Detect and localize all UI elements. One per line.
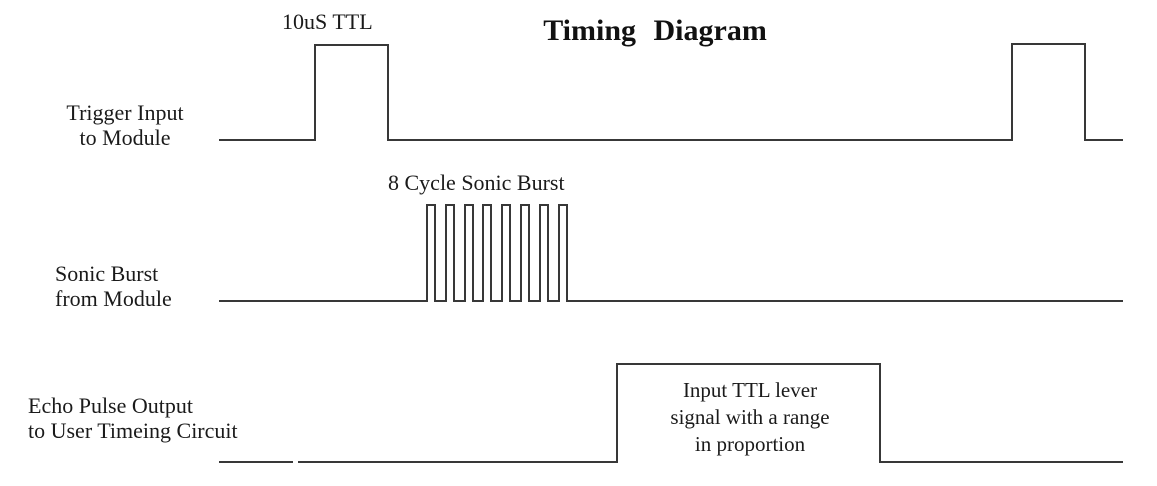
sonic-burst-annotation: 8 Cycle Sonic Burst [388,170,565,195]
trigger-label-line1: Trigger Input [66,100,184,125]
trigger-label-line2: to Module [79,125,171,150]
trigger-signal-label: Trigger Input to Module [40,100,210,150]
sonic-signal-label: Sonic Burst from Module [55,261,172,311]
sonic-label-line2: from Module [55,286,172,311]
sonic-label-line1: Sonic Burst [55,261,159,286]
trigger-waveform [219,43,1123,141]
sonic-burst-waveform [219,204,1123,302]
echo-annotation-line2: signal with a range [670,405,830,429]
echo-annotation-line3: in proportion [694,432,806,456]
sonic-burst-annotation-text: 8 Cycle Sonic Burst [388,170,565,195]
echo-pulse-annotation: Input TTL lever signal with a range in p… [622,377,878,458]
echo-label-line2: to User Timeing Circuit [28,418,238,443]
echo-pulse-waveform [219,363,1123,463]
echo-annotation-line1: Input TTL lever [682,378,818,402]
page-title: Timing Diagram [543,14,767,47]
echo-signal-label: Echo Pulse Output to User Timeing Circui… [28,393,238,443]
trigger-pulse-width-annotation: 10uS TTL [282,9,422,34]
trigger-pulse-width-text: 10uS TTL [282,9,373,34]
echo-label-line1: Echo Pulse Output [28,393,193,418]
